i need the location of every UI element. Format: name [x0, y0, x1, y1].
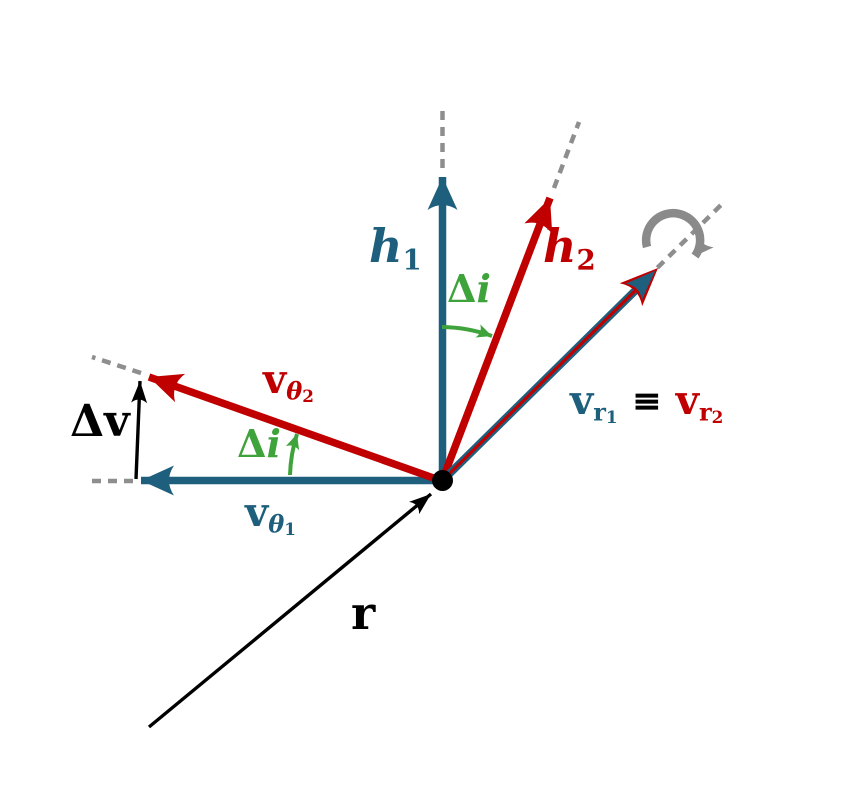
dashed-extension-lines	[89, 111, 724, 484]
vr2-label: vr2	[676, 381, 724, 426]
h1-label-base: h	[369, 219, 403, 273]
v-theta1-label: vθ1	[245, 493, 296, 538]
v-theta2-label-sub: θ	[286, 376, 303, 406]
r-vector	[147, 492, 433, 729]
vr1-label-sub: r	[593, 397, 606, 427]
delta-i-top-label: Δi	[447, 270, 491, 308]
delta-v-label: Δv	[70, 400, 130, 444]
vr-extension-dashed-line	[644, 202, 724, 281]
vr1-label-base: v	[570, 377, 594, 424]
maneuver-point-dot	[432, 470, 453, 491]
v-theta1-label-subsub: 1	[284, 519, 296, 540]
h2-label-base: h	[543, 219, 577, 273]
h2-label: h2	[543, 223, 596, 274]
delta-i-left-label: Δi	[237, 425, 281, 463]
vr1-label-subsub: 1	[605, 407, 618, 428]
delta-i-left-var: i	[266, 421, 281, 466]
vr-vector-arrowhead	[619, 268, 658, 307]
v-theta1-label-sub: θ	[268, 509, 285, 539]
delta-i-arc-left	[285, 433, 300, 476]
v-theta1-label-base: v	[245, 489, 269, 536]
vr-vector-red-core	[441, 276, 650, 482]
v-theta2-extension-dashed-line	[91, 354, 142, 376]
vr-identity-label: vr1 ≡ vr2	[570, 381, 723, 426]
v-theta2-label-base: v	[263, 356, 287, 403]
delta-v-label-var: v	[104, 396, 130, 447]
h2-label-sub: 2	[576, 243, 596, 277]
h1-label-sub: 1	[402, 243, 422, 277]
delta-v-vector	[131, 380, 148, 480]
v-theta2-label: vθ2	[263, 360, 314, 405]
r-label-base: r	[351, 586, 376, 640]
rotation-arrow-icon	[641, 208, 714, 259]
vr2-label-subsub: 2	[711, 407, 724, 428]
v-theta2-vector	[147, 373, 444, 485]
vr-vector	[439, 268, 658, 484]
equiv-symbol: ≡	[631, 380, 662, 422]
r-label: r	[351, 590, 375, 636]
delta-v-label-delta: Δ	[70, 396, 105, 447]
vr2-label-base: v	[675, 377, 700, 424]
delta-i-top-delta: Δ	[447, 266, 477, 311]
h2-extension-dashed-line	[551, 121, 582, 189]
delta-i-arc-top	[441, 324, 493, 338]
h2-vector	[438, 196, 554, 483]
delta-i-left-delta: Δ	[237, 421, 267, 466]
delta-i-top-var: i	[476, 266, 491, 311]
h1-label: h1	[369, 223, 422, 274]
v-theta2-label-subsub: 2	[302, 386, 314, 407]
vr2-label-sub: r	[699, 397, 712, 427]
vr1-label: vr1	[570, 381, 618, 426]
